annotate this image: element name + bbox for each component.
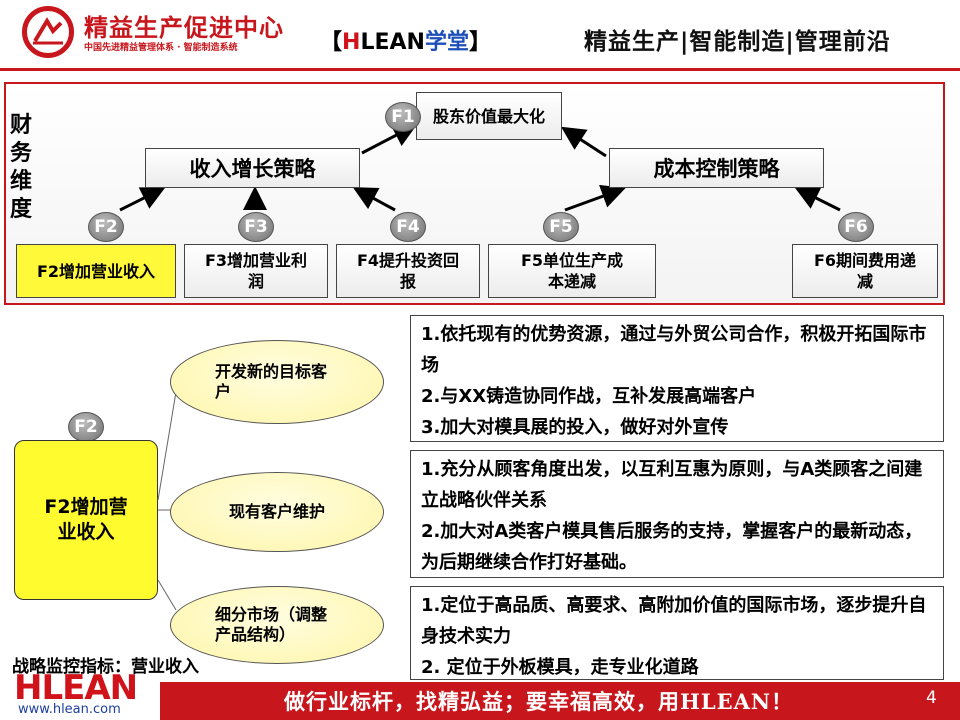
action-item: 1.定位于高品质、高要求、高附加价值的国际市场，逐步提升自身技术实力 [421,595,927,647]
action-item: 2.与XX铸造协同作战，互补发展高端客户 [421,386,757,407]
detail-connectors [157,379,179,611]
footer-logo: HLEAN [14,668,138,708]
arrow-f6 [794,187,841,212]
footer-slogan: 做行业标杆，找精弘益；要幸福高效，用HLEAN！ [284,689,794,714]
f2-detail-badge: F2 [68,412,104,442]
footer-bar [160,682,960,720]
f3-badge: F3 [238,212,274,242]
header-tagline: 精益生产|智能制造|管理前沿 [584,29,891,55]
f4-improve-roi: F4提升投资回报 [336,244,480,298]
strategy-new-customers: 开发新的目标客户 [170,340,384,424]
arrow-cost-to-f1 [560,126,607,158]
f3-increase-profit: F3增加营业利润 [184,244,328,298]
logo-title: 精益生产促进中心 [84,14,284,42]
brand-title: 【HLEAN学堂】 [320,30,491,55]
logo-mark-icon [33,17,63,45]
f5-unit-cost-decrease: F5单位生产成本递减 [488,244,656,298]
arrow-f4 [352,187,396,212]
market-segmentation-actions: 1.定位于高品质、高要求、高附加价值的国际市场，逐步提升自身技术实力 2. 定位… [410,586,944,680]
monitoring-indicator: 战略监控指标：营业收入 [12,657,199,677]
strategy-market-segmentation: 细分市场（调整产品结构） [170,586,384,664]
logo-subtitle: 中国先进精益管理体系 · 智能制造系统 [84,43,238,53]
action-item: 2.加大对A类客户模具售后服务的支持，掌握客户的最新动态，为后期继续合作打好基础… [421,521,923,573]
f5-badge: F5 [543,212,579,242]
strategy-arrows [119,124,841,212]
f6-badge: F6 [838,212,874,242]
f2-increase-revenue: F2增加营业收入 [16,244,176,298]
page-number: 4 [926,688,937,708]
f2-detail-box: F2增加营业收入 [14,440,158,600]
footer-url[interactable]: www.hlean.com [18,702,121,717]
action-item: 1.依托现有的优势资源，通过与外贸公司合作，积极开拓国际市场 [421,324,927,376]
cost-control-strategy: 成本控制策略 [609,148,824,188]
arrow-f2 [119,187,166,212]
f1-shareholder-value: 股东价值最大化 [416,92,562,140]
action-item: 1.充分从顾客角度出发，以互利互惠为原则，与A类顾客之间建立战略伙伴关系 [421,459,923,511]
customer-maintenance-actions: 1.充分从顾客角度出发，以互利互惠为原则，与A类顾客之间建立战略伙伴关系 2.加… [410,450,944,578]
dimension-label: 财务维度 [10,113,33,222]
f4-badge: F4 [390,212,426,242]
header-divider [0,68,960,71]
f2-badge: F2 [88,212,124,242]
logo-emblem [22,6,74,58]
f1-badge: F1 [385,102,421,132]
action-item: 2. 定位于外板模具，走专业化道路 [421,657,699,678]
action-item: 3.加大对模具展的投入，做好对外宣传 [421,417,729,438]
f6-period-expense-decrease: F6期间费用递减 [792,244,938,298]
strategy-customer-maintenance: 现有客户维护 [170,472,384,552]
new-customers-actions: 1.依托现有的优势资源，通过与外贸公司合作，积极开拓国际市场 2.与XX铸造协同… [410,315,944,442]
revenue-growth-strategy: 收入增长策略 [145,148,360,188]
arrow-f5 [564,184,626,212]
